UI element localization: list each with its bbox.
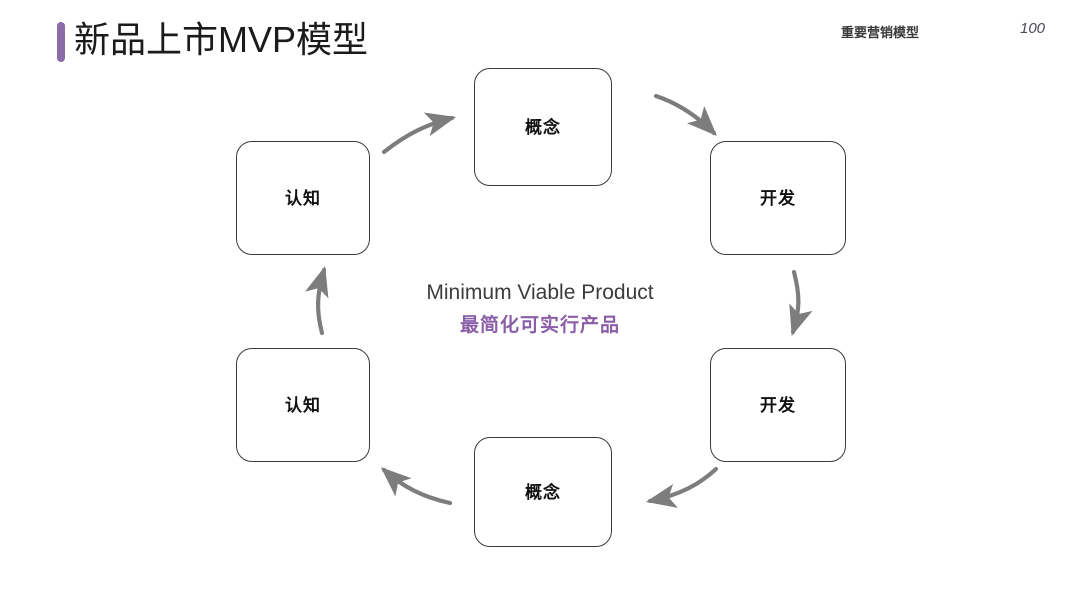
arrow-right-up-to-right-down	[789, 269, 813, 337]
node-label: 概念	[525, 117, 561, 137]
node-cognition-lower[interactable]: 认知	[236, 348, 370, 462]
node-cognition-upper[interactable]: 认知	[236, 141, 370, 255]
node-label: 开发	[760, 188, 796, 208]
center-caption: Minimum Viable Product 最简化可实行产品	[340, 278, 740, 339]
caption-english: Minimum Viable Product	[426, 281, 654, 304]
node-label: 认知	[285, 395, 321, 415]
node-development-upper[interactable]: 开发	[710, 141, 846, 255]
title-accent-bar	[57, 22, 65, 62]
caption-chinese: 最简化可实行产品	[459, 315, 620, 336]
node-label: 概念	[525, 482, 561, 502]
arrow-right-down-to-bottom	[645, 466, 719, 508]
node-development-lower[interactable]: 开发	[710, 348, 846, 462]
arrow-bottom-to-left-down	[380, 467, 453, 506]
arrow-left-up-to-top	[381, 112, 457, 155]
page-number: 100	[1020, 20, 1046, 37]
page-title: 新品上市MVP模型	[74, 19, 369, 60]
node-label: 开发	[760, 395, 796, 415]
header-category-label: 重要营销模型	[841, 25, 920, 40]
arrow-left-down-to-left-up	[305, 265, 329, 336]
node-concept-bottom[interactable]: 概念	[474, 437, 612, 547]
slide-header: 新品上市MVP模型 重要营销模型 100	[0, 0, 1080, 72]
arrow-top-to-right-up	[653, 93, 717, 136]
node-concept-top[interactable]: 概念	[474, 68, 612, 186]
node-label: 认知	[285, 188, 321, 208]
